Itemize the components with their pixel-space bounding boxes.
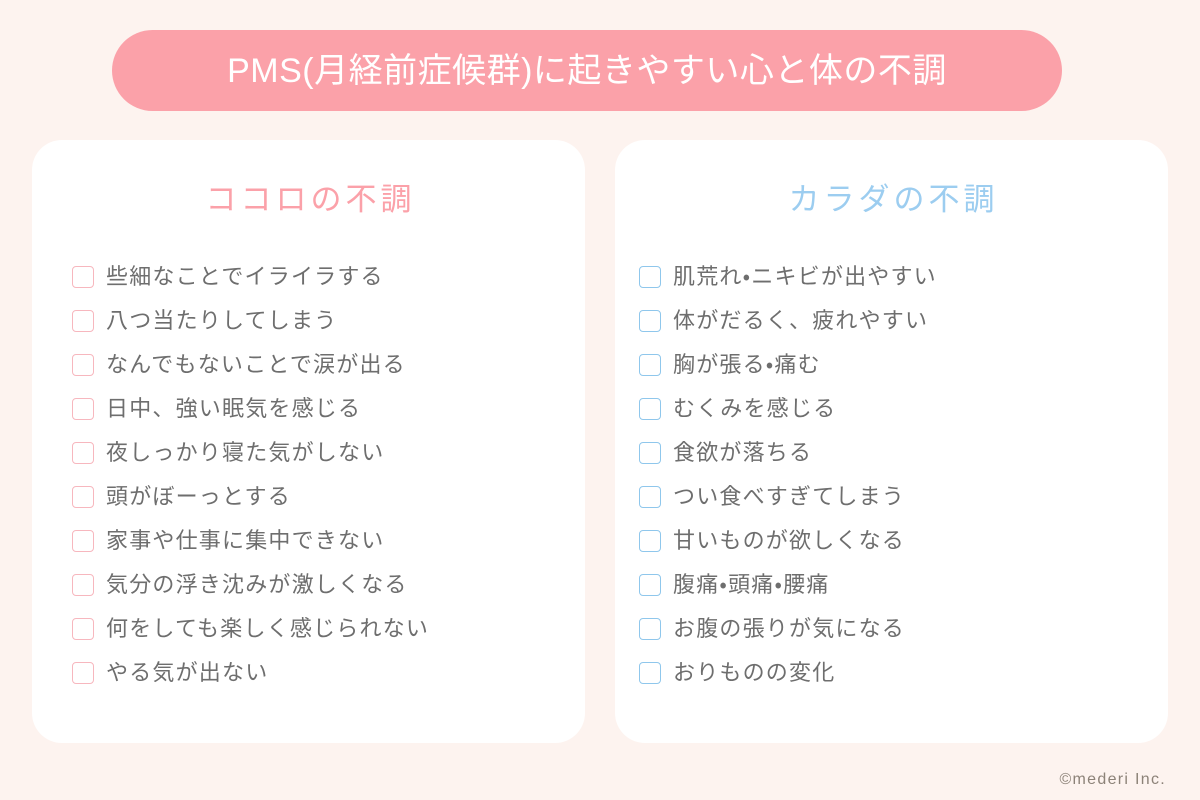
- checkbox-icon[interactable]: [639, 618, 661, 640]
- checkbox-icon[interactable]: [639, 398, 661, 420]
- list-item-label: 八つ当たりしてしまう: [106, 308, 338, 333]
- list-item-label: 夜しっかり寝た気がしない: [106, 440, 385, 465]
- list-item-label: つい食べすぎてしまう: [673, 484, 906, 509]
- card-heading-karada: カラダの不調: [788, 182, 999, 217]
- list-item[interactable]: 体がだるく、疲れやすい: [639, 299, 1168, 343]
- checkbox-icon[interactable]: [72, 310, 94, 332]
- check-list-karada: 肌荒れ・ニキビが出やすい 体がだるく、疲れやすい 胸が張る・痛む むくみを感じる…: [615, 255, 1168, 695]
- card-kokoro: ココロの不調 些細なことでイライラする 八つ当たりしてしまう なんでもないことで…: [32, 140, 585, 743]
- checkbox-icon[interactable]: [639, 442, 661, 464]
- list-item-label: 胸が張る・痛む: [673, 352, 821, 377]
- list-item[interactable]: 何をしても楽しく感じられない: [72, 607, 585, 651]
- list-item[interactable]: やる気が出ない: [72, 651, 585, 695]
- list-item-label: お腹の張りが気になる: [673, 616, 906, 641]
- checkbox-icon[interactable]: [72, 574, 94, 596]
- checkbox-icon[interactable]: [639, 486, 661, 508]
- list-item[interactable]: お腹の張りが気になる: [639, 607, 1168, 651]
- list-item[interactable]: 頭がぼーっとする: [72, 475, 585, 519]
- page-title: PMS(月経前症候群)に起きやすい心と体の不調: [227, 51, 947, 90]
- cards-container: ココロの不調 些細なことでイライラする 八つ当たりしてしまう なんでもないことで…: [32, 140, 1168, 743]
- title-banner: PMS(月経前症候群)に起きやすい心と体の不調: [112, 30, 1062, 111]
- list-item[interactable]: つい食べすぎてしまう: [639, 475, 1168, 519]
- checkbox-icon[interactable]: [639, 310, 661, 332]
- list-item-label: やる気が出ない: [106, 660, 269, 685]
- list-item[interactable]: 気分の浮き沈みが激しくなる: [72, 563, 585, 607]
- list-item-label: 何をしても楽しく感じられない: [106, 616, 430, 641]
- checkbox-icon[interactable]: [72, 662, 94, 684]
- checkbox-icon[interactable]: [72, 486, 94, 508]
- list-item-label: おりものの変化: [673, 660, 836, 685]
- list-item[interactable]: 食欲が落ちる: [639, 431, 1168, 475]
- list-item-label: 家事や仕事に集中できない: [106, 528, 385, 553]
- check-list-kokoro: 些細なことでイライラする 八つ当たりしてしまう なんでもないことで涙が出る 日中…: [32, 255, 585, 695]
- checkbox-icon[interactable]: [72, 530, 94, 552]
- checkbox-icon[interactable]: [639, 266, 661, 288]
- list-item-label: 気分の浮き沈みが激しくなる: [106, 572, 408, 597]
- list-item-label: 頭がぼーっとする: [106, 484, 291, 509]
- list-item[interactable]: 夜しっかり寝た気がしない: [72, 431, 585, 475]
- list-item[interactable]: 甘いものが欲しくなる: [639, 519, 1168, 563]
- list-item-label: 腹痛・頭痛・腰痛: [673, 572, 830, 597]
- list-item[interactable]: おりものの変化: [639, 651, 1168, 695]
- list-item-label: 体がだるく、疲れやすい: [673, 308, 929, 333]
- list-item-label: むくみを感じる: [673, 396, 837, 421]
- list-item[interactable]: むくみを感じる: [639, 387, 1168, 431]
- checkbox-icon[interactable]: [72, 442, 94, 464]
- list-item-label: 甘いものが欲しくなる: [673, 528, 906, 553]
- list-item[interactable]: 些細なことでイライラする: [72, 255, 585, 299]
- checkbox-icon[interactable]: [72, 618, 94, 640]
- list-item[interactable]: 八つ当たりしてしまう: [72, 299, 585, 343]
- checkbox-icon[interactable]: [639, 530, 661, 552]
- copyright-credit: ©mederi Inc.: [1059, 771, 1166, 788]
- list-item-label: 肌荒れ・ニキビが出やすい: [673, 264, 937, 289]
- list-item-label: なんでもないことで涙が出る: [106, 352, 406, 377]
- list-item-label: 些細なことでイライラする: [106, 264, 384, 289]
- list-item-label: 食欲が落ちる: [673, 440, 813, 465]
- list-item[interactable]: 肌荒れ・ニキビが出やすい: [639, 255, 1168, 299]
- list-item[interactable]: 胸が張る・痛む: [639, 343, 1168, 387]
- list-item[interactable]: 腹痛・頭痛・腰痛: [639, 563, 1168, 607]
- list-item[interactable]: 日中、強い眠気を感じる: [72, 387, 585, 431]
- card-karada: カラダの不調 肌荒れ・ニキビが出やすい 体がだるく、疲れやすい 胸が張る・痛む …: [615, 140, 1168, 743]
- list-item[interactable]: 家事や仕事に集中できない: [72, 519, 585, 563]
- checkbox-icon[interactable]: [72, 398, 94, 420]
- list-item[interactable]: なんでもないことで涙が出る: [72, 343, 585, 387]
- checkbox-icon[interactable]: [639, 574, 661, 596]
- list-item-label: 日中、強い眠気を感じる: [106, 396, 362, 421]
- checkbox-icon[interactable]: [72, 354, 94, 376]
- checkbox-icon[interactable]: [639, 354, 661, 376]
- checkbox-icon[interactable]: [639, 662, 661, 684]
- checkbox-icon[interactable]: [72, 266, 94, 288]
- card-heading-kokoro: ココロの不調: [205, 182, 416, 217]
